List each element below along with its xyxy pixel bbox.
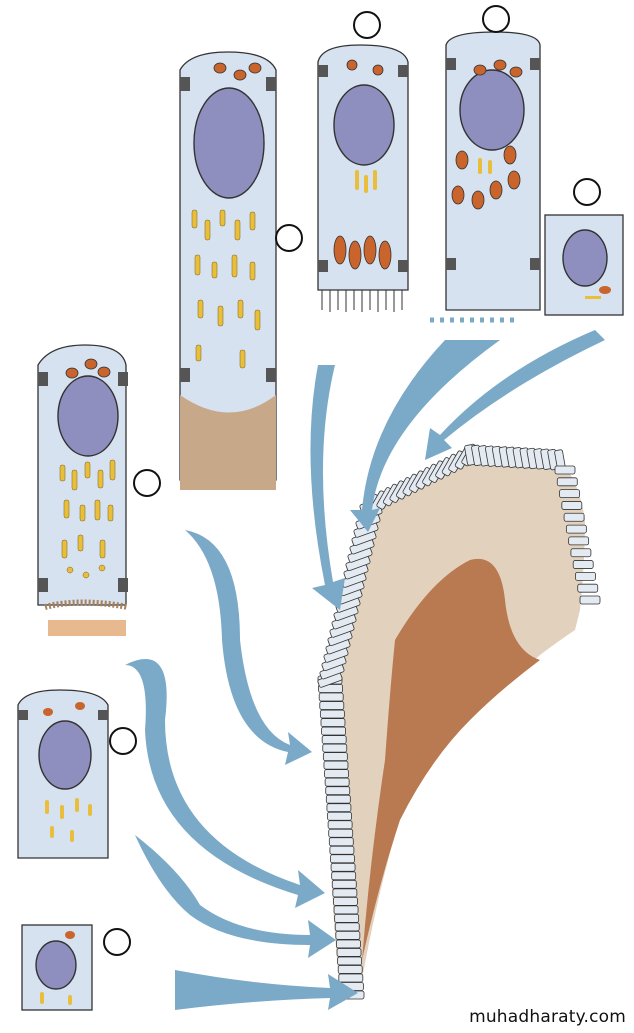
- epithelium-cell: [322, 752, 348, 762]
- epithelium-cell: [321, 726, 346, 736]
- cell-a-junction-bottom: [38, 578, 48, 592]
- epithelium-cell: [568, 536, 590, 546]
- cell-b-mitochondria: [213, 62, 262, 81]
- epithelium-cell: [327, 811, 352, 821]
- arrow-6: [135, 835, 336, 958]
- arrow-5: [125, 659, 325, 908]
- epithelium-cell: [330, 854, 355, 864]
- epithelium-cell: [579, 595, 601, 605]
- epithelium-cell: [556, 477, 578, 487]
- epithelium-cell: [559, 489, 580, 499]
- label-circle-4: [573, 178, 601, 206]
- label-circle-5: [133, 469, 161, 497]
- epithelium-cell: [325, 794, 351, 804]
- epithelium-cell: [334, 913, 360, 923]
- epithelium-cell: [338, 973, 364, 983]
- epithelium-cells: [317, 443, 601, 1000]
- arrow-1: [310, 365, 345, 610]
- epithelium-cell: [554, 465, 576, 475]
- label-circle-7: [103, 928, 131, 956]
- epithelium-cell: [329, 845, 355, 855]
- cell-c-mitochondria: [333, 59, 392, 270]
- cell-b-basal-region: [180, 395, 276, 490]
- arrow-7: [175, 970, 358, 1010]
- epithelium-cell: [335, 931, 361, 940]
- epithelium-cell: [328, 837, 354, 847]
- epithelium-cell: [561, 501, 583, 510]
- cell-b-nucleus: [193, 87, 265, 199]
- label-circle-2: [482, 5, 510, 33]
- epithelium-cell: [318, 692, 344, 702]
- cell-e-nucleus: [562, 229, 608, 287]
- epithelium-cell: [337, 965, 363, 974]
- epithelium-cell: [333, 905, 359, 915]
- cell-e: [544, 214, 624, 316]
- epithelium-cell: [336, 939, 361, 949]
- cell-c-microvilli: [321, 290, 403, 312]
- cell-b: [179, 51, 277, 490]
- epithelium-cell: [572, 560, 594, 569]
- epithelium-cell: [327, 820, 353, 830]
- arrow-2: [350, 340, 500, 532]
- epithelium-cell: [334, 922, 360, 932]
- epithelium-cell: [319, 709, 345, 719]
- cell-c-golgi: [355, 170, 377, 193]
- epithelium-cell: [577, 583, 599, 593]
- epithelium-cell: [570, 548, 592, 558]
- tubule-section: [317, 443, 601, 1000]
- label-circle-1: [353, 11, 381, 39]
- epithelium-cell: [331, 871, 357, 881]
- arrows: [125, 330, 605, 1010]
- epithelium-cell: [332, 888, 358, 898]
- label-circles: [103, 5, 601, 956]
- watermark: muhadharaty.com: [469, 1007, 626, 1027]
- cell-a-golgi: [59, 459, 116, 579]
- epithelium-cell: [319, 701, 345, 710]
- cell-b-golgi: [191, 209, 261, 369]
- cell-c-body: [317, 44, 409, 291]
- epithelium-cell: [331, 879, 357, 889]
- epithelium-cell: [330, 862, 356, 872]
- epithelium-cell: [565, 524, 587, 534]
- cell-g: [21, 924, 93, 1011]
- tubule-core: [362, 558, 540, 960]
- cell-a-basal-lamina: [48, 620, 126, 636]
- epithelium-cell: [323, 760, 349, 770]
- cell-c: [317, 44, 409, 312]
- epithelium-cell: [324, 777, 350, 787]
- cell-a-nucleus: [57, 375, 119, 457]
- epithelium-cell: [336, 948, 362, 957]
- epithelium-cell: [322, 743, 348, 753]
- cell-d-mitochondria: [451, 59, 523, 210]
- cell-a: [37, 344, 129, 636]
- epithelium-cell: [321, 735, 347, 744]
- arrow-4: [185, 530, 312, 765]
- cell-a-mitochondria: [65, 358, 111, 379]
- label-circle-3: [275, 224, 303, 252]
- epithelium-cell: [337, 956, 363, 966]
- epithelium-cell: [325, 786, 351, 796]
- cell-f-nucleus: [38, 720, 92, 790]
- epithelium-cell: [326, 803, 352, 813]
- epithelium-cell: [575, 571, 596, 581]
- cell-a-junction-top: [38, 372, 48, 386]
- epithelium-cell: [328, 828, 354, 838]
- epithelium-cell: [563, 512, 585, 522]
- cell-d-nucleus: [459, 69, 525, 151]
- label-circle-6: [109, 727, 137, 755]
- epithelium-cell: [324, 769, 349, 779]
- cell-d-golgi: [478, 158, 492, 174]
- cell-d: [430, 31, 541, 323]
- arrow-3: [425, 330, 605, 460]
- epithelium-cell: [320, 718, 346, 727]
- cell-c-nucleus: [333, 84, 395, 166]
- epithelium-cell: [333, 896, 358, 906]
- cell-g-nucleus: [35, 940, 77, 990]
- cell-f: [17, 689, 109, 859]
